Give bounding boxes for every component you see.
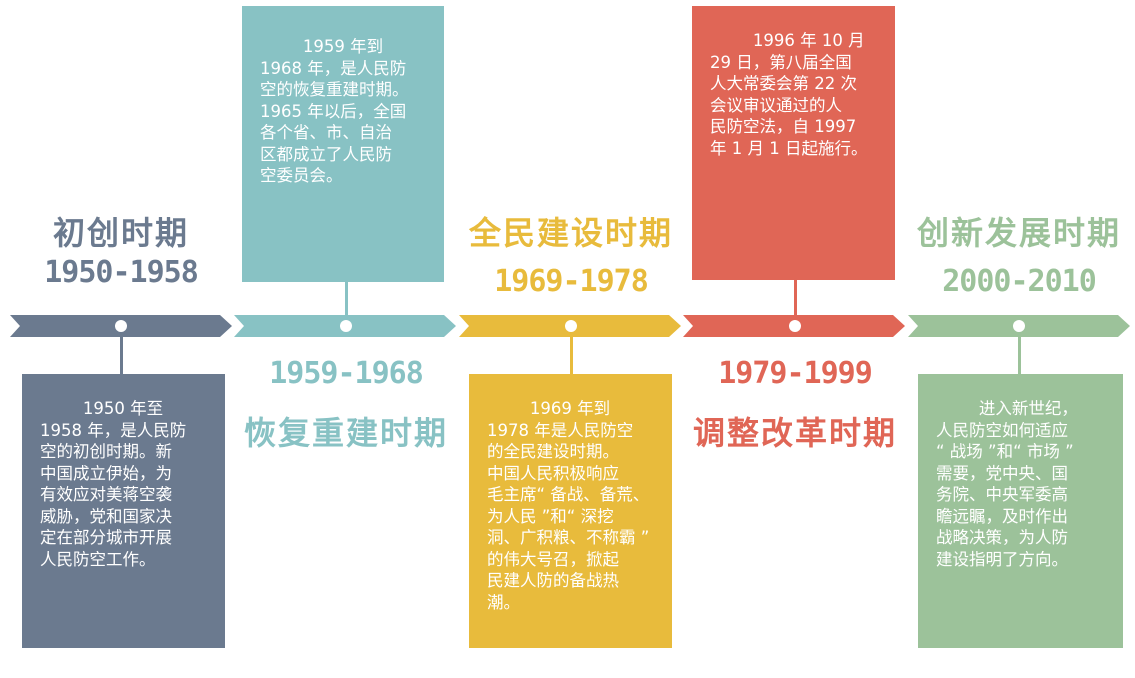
description-line: 人民防空如何适应	[936, 420, 1068, 440]
description-line: 1968 年，是人民防	[260, 58, 407, 78]
period-years: 1959-1968	[269, 356, 424, 391]
description-line: 毛主席“ 备战、备荒、	[487, 485, 650, 504]
description-line: 的全民建设时期。	[487, 442, 619, 461]
period-years: 1979-1999	[718, 356, 873, 391]
description-line: 有效应对美蒋空袭	[40, 485, 172, 504]
description-line: 会议审议通过的人	[710, 95, 842, 115]
timeline-dot	[565, 320, 577, 332]
description-line: 为人民 ”和“ 深挖	[487, 506, 614, 526]
description-line: 1969 年到	[529, 399, 611, 418]
description-line: 需要，党中央、国	[936, 463, 1068, 483]
description-line: “ 战场 ”和“ 市场 ”	[936, 442, 1074, 461]
description-line: 中国成立伊始，为	[40, 463, 172, 483]
period-description-box: 进入新世纪， 人民防空如何适应 “ 战场 ”和“ 市场 ” 需要，党中央、国务院、中央…	[918, 374, 1123, 648]
description-line: 战略决策，为人防	[936, 528, 1068, 547]
description-line: 1950 年至	[82, 399, 164, 418]
description-line: 29 日，第八届全国	[710, 52, 852, 72]
description-line: 1978 年是人民防空	[487, 420, 634, 440]
description-line: 1965 年以后，全国	[260, 101, 407, 121]
period-years: 1969-1978	[494, 264, 649, 299]
description-line: 威胁，党和国家决	[40, 506, 172, 526]
description-line: 务院、中央军委高	[936, 485, 1068, 504]
description-line: 进入新世纪，	[978, 399, 1078, 418]
connector-line	[1017, 337, 1021, 374]
period-description-box: 1996 年 10 月 29 日，第八届全国人大常委会第 22 次会议审议通过的人…	[692, 6, 895, 280]
description-line: 建设指明了方向。	[936, 549, 1068, 569]
description-line: 中国人民积极响应	[487, 463, 619, 483]
period-title: 恢复重建时期	[243, 414, 448, 452]
description-line: 瞻远瞩，及时作出	[936, 506, 1068, 526]
period-title: 初创时期	[52, 214, 189, 252]
period-description-box: 1959 年到 1968 年，是人民防空的恢复重建时期。 1965 年以后，全国各个…	[242, 6, 444, 282]
description-line: 定在部分城市开展	[40, 528, 172, 547]
description-line: 的伟大号召，掀起	[487, 549, 619, 569]
description-line: 1958 年，是人民防	[40, 420, 187, 440]
timeline-dot	[340, 320, 352, 332]
connector-line	[344, 282, 348, 315]
timeline-dot	[115, 320, 127, 332]
description-line: 区都成立了人民防	[260, 144, 392, 164]
connector-line	[119, 337, 123, 374]
period-years: 1950-1958	[44, 255, 199, 290]
description-line: 年 1 月 1 日起施行。	[710, 138, 868, 158]
description-line: 民防空法，自 1997	[710, 117, 857, 136]
description-line: 1959 年到	[302, 37, 384, 56]
description-line: 各个省、市、自治	[260, 123, 392, 142]
description-line: 空的恢复重建时期。	[260, 80, 409, 99]
description-line: 民建人防的备战热	[487, 571, 619, 590]
period-title: 全民建设时期	[468, 214, 673, 252]
description-line: 潮。	[487, 592, 520, 612]
period-description-box: 1969 年到 1978 年是人民防空的全民建设时期。中国人民积极响应毛主席“ 备…	[469, 374, 672, 648]
description-line: 空的初创时期。新	[40, 442, 172, 461]
timeline-dot	[1013, 320, 1025, 332]
description-line: 人大常委会第 22 次	[710, 74, 857, 93]
description-line: 1996 年 10 月	[752, 31, 865, 50]
timeline-dot	[789, 320, 801, 332]
connector-line	[793, 280, 797, 315]
description-line: 洞、广积粮、不称霸 ”	[487, 528, 650, 547]
description-line: 人民防空工作。	[40, 549, 156, 569]
period-title: 创新发展时期	[916, 214, 1121, 252]
period-title: 调整改革时期	[692, 414, 897, 452]
period-years: 2000-2010	[942, 264, 1097, 299]
period-description-box: 1950 年至 1958 年，是人民防空的初创时期。新中国成立伊始，为有效应对美蒋…	[22, 374, 225, 648]
connector-line	[569, 337, 573, 374]
description-line: 空委员会。	[260, 166, 343, 185]
